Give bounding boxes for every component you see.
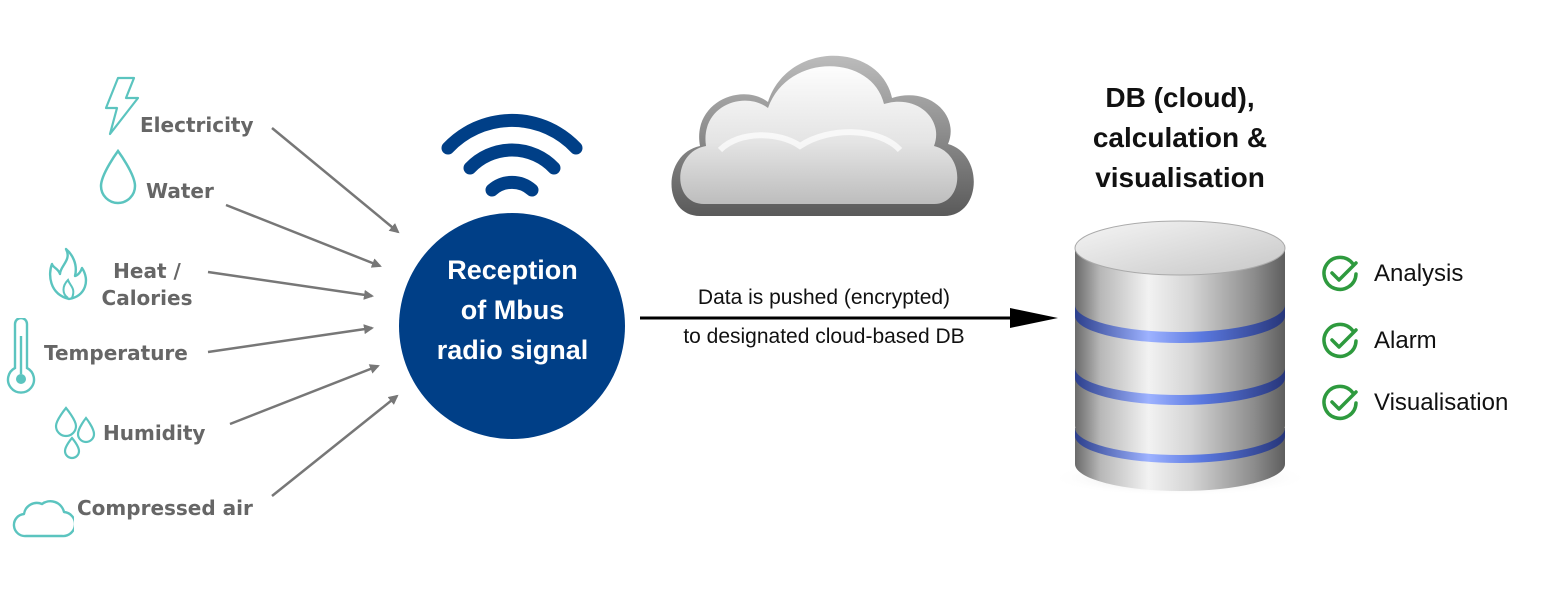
source-label-heat-line1: Heat / xyxy=(113,259,181,283)
arrow-humidity xyxy=(229,364,380,426)
source-label-heat: Heat / Calories xyxy=(94,258,200,312)
database-title-line1: DB (cloud), xyxy=(1105,82,1255,113)
feature-alarm: Alarm xyxy=(1320,321,1437,361)
source-label-compressed-air: Compressed air xyxy=(77,496,253,520)
source-label-temperature: Temperature xyxy=(44,341,188,365)
cloud-outline-icon xyxy=(12,500,74,538)
database-icon xyxy=(1050,220,1310,496)
push-arrowhead xyxy=(1010,308,1058,328)
source-label-humidity: Humidity xyxy=(103,421,206,445)
hub-circle xyxy=(399,213,625,439)
wifi-signal-icon xyxy=(441,113,583,197)
feature-label: Analysis xyxy=(1374,260,1464,287)
feature-analysis: Analysis xyxy=(1320,254,1463,294)
water-drop-icon xyxy=(99,148,137,205)
arrow-temperature xyxy=(207,324,374,354)
source-label-water: Water xyxy=(146,179,214,203)
arrow-compressed-air xyxy=(271,394,399,497)
database-title: DB (cloud), calculation & visualisation xyxy=(1070,78,1290,198)
flame-icon xyxy=(48,247,88,301)
feature-label: Alarm xyxy=(1374,327,1437,354)
database-title-line3: visualisation xyxy=(1095,162,1265,193)
cloud-icon xyxy=(671,55,974,216)
arrow-heat xyxy=(207,270,374,300)
hub-label-line1: Reception xyxy=(447,255,578,285)
lightning-icon xyxy=(104,76,140,136)
humidity-icon xyxy=(54,406,96,460)
hub-label: Reception of Mbus radio signal xyxy=(400,250,625,370)
check-circle-icon xyxy=(1322,255,1358,292)
push-label-line2: to designated cloud-based DB xyxy=(683,325,965,348)
source-label-electricity: Electricity xyxy=(140,113,254,137)
check-circle-icon xyxy=(1322,322,1358,359)
source-label-heat-line2: Calories xyxy=(101,286,193,310)
database-title-line2: calculation & xyxy=(1092,122,1268,153)
arrow-water xyxy=(225,203,382,268)
source-arrows xyxy=(207,127,400,497)
hub-label-line2: of Mbus xyxy=(460,295,565,325)
feature-label: Visualisation xyxy=(1374,389,1509,416)
check-circle-icon xyxy=(1322,384,1358,421)
thermometer-icon xyxy=(6,318,36,394)
push-label-line1: Data is pushed (encrypted) xyxy=(697,286,951,309)
arrow-electricity xyxy=(271,127,400,234)
feature-visualisation: Visualisation xyxy=(1320,383,1508,423)
hub-label-line3: radio signal xyxy=(436,335,589,365)
